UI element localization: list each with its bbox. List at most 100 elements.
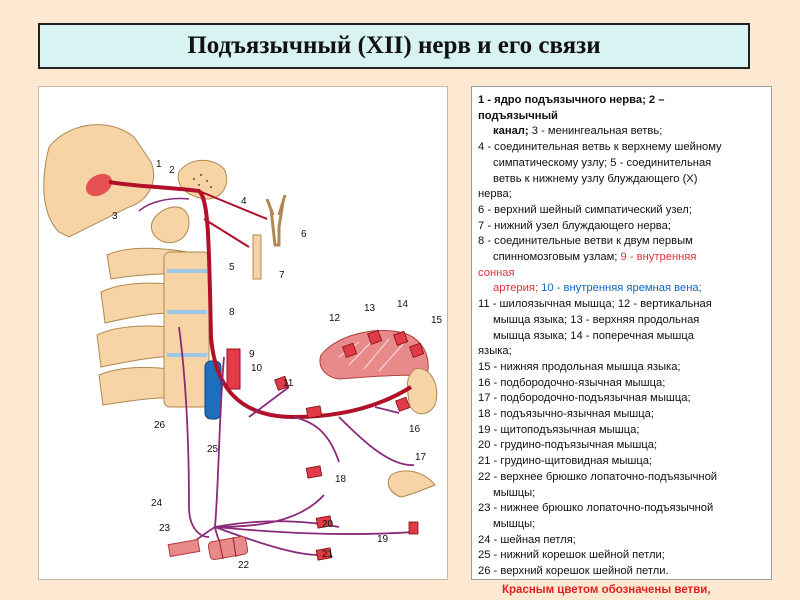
label-3: 3 (112, 211, 118, 222)
legend-line: 19 - щитоподъязычная мышца; (478, 423, 766, 439)
label-22: 22 (238, 560, 250, 571)
legend-line: мышцы; (478, 517, 766, 533)
legend-text: 18 - подъязычно-язычная мышца; (478, 408, 654, 421)
label-11: 11 (283, 378, 294, 389)
legend-text: ветвь к нижнему узлу блуждающего (X) (493, 172, 698, 185)
legend-text: 25 - нижний корешок шейной петли; (478, 549, 665, 562)
label-17: 17 (415, 452, 427, 463)
legend-line: мышцы; (478, 486, 766, 502)
legend-text: 7 - нижний узел блуждающего нерва; (478, 219, 671, 232)
label-7: 7 (279, 270, 285, 281)
legend-text: 10 - внутренняя яремная вена; (538, 282, 702, 295)
legend-text: 21 - грудино-щитовидная мышца; (478, 455, 653, 468)
legend-line: подъязычный (478, 109, 766, 125)
hyoid-bone (387, 470, 436, 498)
legend-line: 26 - верхний корешок шейной петли. (478, 564, 766, 580)
number-labels: 1 2 3 4 5 6 7 8 9 10 11 12 13 14 15 16 1… (112, 159, 443, 571)
legend-text: 1 - ядро подъязычного нерва; 2 – (478, 94, 665, 106)
legend-line: 23 - нижнее брюшко лопаточно-подъязычной (478, 501, 766, 517)
label-14: 14 (397, 299, 409, 310)
legend-line: 17 - подбородочно-подъязычная мышца; (478, 391, 766, 407)
legend-line: языка; (478, 344, 766, 360)
label-1: 1 (156, 159, 162, 170)
hypoglossal-nerve (108, 180, 413, 420)
label-20: 20 (322, 519, 334, 530)
diagram-panel: 1 2 3 4 5 6 7 8 9 10 11 12 13 14 15 16 1… (38, 86, 448, 580)
legend-text: мышцы; (493, 517, 536, 530)
legend-line: нерва; (478, 187, 766, 203)
label-8: 8 (229, 307, 235, 318)
legend-line: 7 - нижний узел блуждающего нерва; (478, 219, 766, 235)
legend-text: 17 - подбородочно-подъязычная мышца; (478, 392, 691, 405)
legend-text: 3 - менингеальная ветвь; (528, 125, 663, 138)
legend-line: 15 - нижняя продольная мышца языка; (478, 360, 766, 376)
legend-text: симпатическому узлу; 5 - соединительная (493, 156, 712, 169)
muscle-markers (274, 329, 425, 561)
legend-text: спинномозговым узлам; (493, 251, 621, 264)
legend-text: артерия; (493, 282, 539, 295)
label-13: 13 (364, 303, 376, 314)
legend-text: 9 - внутренняя (620, 251, 697, 264)
label-18: 18 (335, 474, 347, 485)
legend-line: 18 - подъязычно-язычная мышца; (478, 407, 766, 423)
label-4: 4 (241, 196, 247, 207)
label-26: 26 (154, 420, 166, 431)
label-23: 23 (159, 523, 171, 534)
label-25: 25 (207, 444, 219, 455)
legend-text: 23 - нижнее брюшко лопаточно-подъязычной (478, 502, 714, 515)
legend-line: симпатическому узлу; 5 - соединительная (478, 156, 766, 172)
legend-text: подъязычный (478, 109, 558, 122)
brainstem-nucleus (85, 173, 113, 197)
legend-text: сонная (478, 266, 515, 279)
ansa-cervicalis (178, 326, 415, 557)
label-21: 21 (322, 549, 334, 560)
legend-line: 4 - соединительная ветвь к верхнему шейн… (478, 140, 766, 156)
legend-line: артерия; 10 - внутренняя яремная вена; (478, 281, 766, 297)
vagus-inferior-ganglion (252, 234, 262, 280)
legend-text: 6 - верхний шейный симпатический узел; (478, 203, 692, 216)
legend-line: канал; 3 - менингеальная ветвь; (478, 124, 766, 140)
legend-text: мышцы; (493, 486, 536, 499)
legend-line: 6 - верхний шейный симпатический узел; (478, 203, 766, 219)
legend-line: 22 - верхнее брюшко лопаточно-подъязычно… (478, 470, 766, 486)
legend-text: канал; (493, 125, 529, 138)
legend-text: 11 - шилоязычная мышца; 12 - вертикальна… (478, 298, 712, 311)
title-box: Подъязычный (XII) нерв и его связи (38, 23, 750, 69)
label-19: 19 (377, 534, 389, 545)
internal-carotid-artery (226, 348, 241, 390)
label-12: 12 (329, 313, 341, 324)
page-title: Подъязычный (XII) нерв и его связи (187, 32, 601, 59)
legend-text: 19 - щитоподъязычная мышца; (478, 423, 640, 436)
legend-line: сонная (478, 266, 766, 282)
legend-line: 24 - шейная петля; (478, 533, 766, 549)
legend-text: 24 - шейная петля; (478, 533, 576, 546)
label-6: 6 (301, 229, 307, 240)
label-10: 10 (251, 363, 263, 374)
label-9: 9 (249, 349, 255, 360)
legend-text: языка; (478, 345, 512, 358)
legend-line: 25 - нижний корешок шейной петли; (478, 548, 766, 564)
superior-cervical-ganglion (265, 194, 287, 247)
legend-line: 11 - шилоязычная мышца; 12 - вертикальна… (478, 297, 766, 313)
footnote: Красным цветом обозначены ветви, (502, 584, 711, 596)
legend-line: ветвь к нижнему узлу блуждающего (X) (478, 172, 766, 188)
legend-text: 16 - подбородочно-язычная мышца; (478, 376, 666, 389)
label-15: 15 (431, 315, 443, 326)
atlas-bone (150, 206, 190, 244)
label-24: 24 (151, 498, 163, 509)
legend-text: мышца языка; 13 - верхняя продольная (493, 313, 700, 326)
legend-line: 8 - соединительные ветви к двум первым (478, 234, 766, 250)
legend-line: 20 - грудино-подъязычная мышца; (478, 438, 766, 454)
legend-text: 22 - верхнее брюшко лопаточно-подъязычно… (478, 470, 718, 483)
legend-text: нерва; (478, 188, 512, 201)
label-16: 16 (409, 424, 421, 435)
legend-text: 26 - верхний корешок шейной петли. (478, 565, 669, 578)
label-5: 5 (229, 262, 235, 273)
legend-text: 8 - соединительные ветви к двум первым (478, 235, 693, 248)
legend-panel: 1 - ядро подъязычного нерва; 2 – подъязыч… (471, 86, 772, 580)
legend-text: 4 - соединительная ветвь к верхнему шейн… (478, 141, 722, 154)
legend-line: мышца языка; 14 - поперечная мышца (478, 329, 766, 345)
legend-text: мышца языка; 14 - поперечная мышца (493, 329, 695, 342)
legend-line: 1 - ядро подъязычного нерва; 2 – (478, 93, 766, 109)
legend-text: 15 - нижняя продольная мышца языка; (478, 360, 681, 373)
